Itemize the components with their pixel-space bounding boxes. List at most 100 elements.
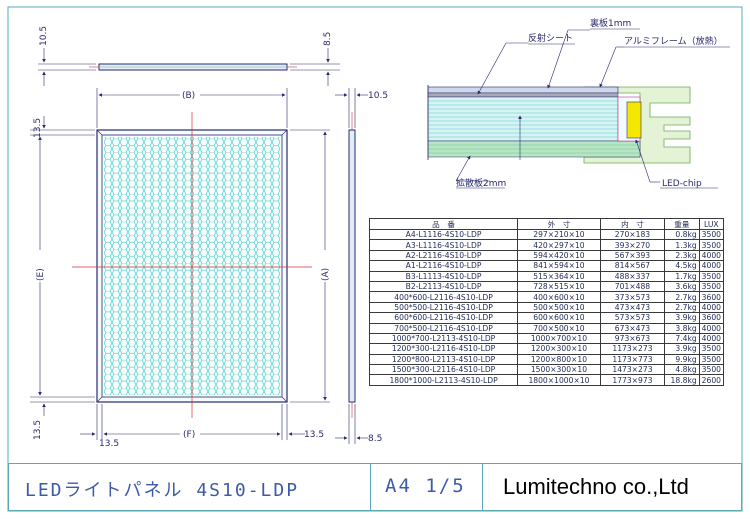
weight-cell: 3.9kg [664,312,700,324]
top-left-dimension: 10.5 [38,26,96,86]
diffuser-label: 拡散板2mm [456,177,506,189]
weight-cell: 3.8kg [664,322,700,334]
title-block: LEDライトパネル 4S10-LDP A4 1/5 Lumitechno co.… [8,463,742,511]
inner-size-cell: 373×573 [599,291,666,303]
part-number-cell: 1000*700-L2113-4S10-LDP [368,332,519,345]
top-right-dimension: 8.5 [290,32,340,86]
outer-size-cell: 297×210×10 [517,228,601,241]
side-view: 10.5 8.5 [335,88,388,444]
header-part-number: 品 番 [368,218,519,230]
outer-size-cell: 728×515×10 [517,280,601,293]
sheet-number: A4 1/5 [371,464,483,510]
part-number-cell: 500*500-L2116-4S10-LDP [368,301,519,314]
width-b-dimension: (B) [96,88,288,128]
lux-cell: 3500 [698,270,725,282]
part-number-cell: 700*500-L2116-4S10-LDP [368,322,519,334]
part-number-cell: 1200*300-L2116-4S10-LDP [368,343,519,355]
part-number-cell: 400*600-L2116-4S10-LDP [368,291,519,303]
lux-cell: 3500 [698,353,725,366]
lux-cell: 4000 [698,322,725,334]
outer-size-cell: 1500×300×10 [517,364,601,376]
weight-cell: 3.9kg [664,343,700,355]
inner-size-cell: 473×473 [599,301,666,314]
bottom-right-margin-label: 13.5 [304,430,324,440]
back-plate-label: 裏板1mm [590,17,631,29]
weight-cell: 4.8kg [664,364,700,376]
outer-size-cell: 700×500×10 [517,322,601,334]
lux-cell: 3500 [698,343,725,355]
side-bottom-label: 8.5 [368,434,382,444]
height-a-dimension: (A) [290,129,331,403]
lux-cell: 3500 [698,280,725,293]
led-chip-label: LED-chip [662,179,702,189]
header-inner-size: 内 寸 [599,218,666,230]
top-right-margin-label: 8.5 [323,32,333,46]
part-number-cell: B3-L1113-4S10-LDP [368,270,519,282]
aluminum-frame-label: アルミフレーム（放熱） [624,35,723,47]
inner-size-cell: 488×337 [599,270,666,282]
weight-cell: 0.8kg [664,228,700,241]
inner-size-cell: 270×183 [599,228,666,241]
weight-cell: 18.8kg [664,374,700,386]
left-top-dimension: 13.5 [30,116,95,138]
weight-cell: 1.7kg [664,270,700,282]
header-lux: LUX [698,218,725,230]
inner-size-cell: 1173×273 [599,343,666,355]
weight-cell: 2.7kg [664,301,700,314]
part-number-cell: 1200*800-L2113-4S10-LDP [368,353,519,366]
bottom-left-margin-label: 13.5 [99,439,119,449]
width-b-label: (B) [182,91,195,101]
outer-size-cell: 500×500×10 [517,301,601,314]
inner-size-cell: 973×673 [599,332,666,345]
part-number-cell: A1-L2116-4S10-LDP [368,260,519,272]
part-number-cell: 600*600-L2116-4S10-LDP [368,312,519,324]
weight-cell: 4.5kg [664,260,700,272]
product-name: LEDライトパネル 4S10-LDP [9,464,371,510]
drawing-border [7,6,743,512]
weight-cell: 3.6kg [664,280,700,293]
part-number-cell: 1800*1000-L2113-4S10-LDP [368,374,519,386]
outer-size-cell: 594×420×10 [517,249,601,262]
outer-size-cell: 1200×800×10 [517,353,601,366]
inner-size-cell: 1773×973 [599,374,666,386]
inner-size-cell: 814×567 [599,260,666,272]
center-lines [72,112,312,418]
outer-size-cell: 420×297×10 [517,239,601,251]
weight-cell: 9.9kg [664,353,700,366]
top-left-margin-label: 10.5 [39,26,49,46]
outer-size-cell: 400×600×10 [517,291,601,303]
lux-cell: 4000 [698,332,725,345]
inner-size-cell: 1473×273 [599,364,666,376]
top-view [89,63,297,71]
weight-cell: 2.3kg [664,249,700,262]
weight-cell: 7.4kg [664,332,700,345]
part-number-cell: A3-L1116-4S10-LDP [368,239,519,251]
inner-size-cell: 673×473 [599,322,666,334]
outer-size-cell: 1200×300×10 [517,343,601,355]
weight-cell: 1.3kg [664,239,700,251]
left-top-margin-label: 13.5 [33,118,43,138]
inner-size-cell: 1173×773 [599,353,666,366]
width-f-label: (F) [183,430,195,440]
lux-cell: 2600 [698,374,725,386]
outer-size-cell: 1800×1000×10 [517,374,601,386]
back-plate [427,86,619,94]
part-number-cell: B2-L2113-4S10-LDP [368,280,519,293]
led-chip [626,101,642,139]
lux-cell: 3500 [698,239,725,251]
side-depth-label: 10.5 [368,91,388,101]
company-name: Lumitechno co.,Ltd [503,474,689,499]
header-weight: 重量 [664,218,700,230]
